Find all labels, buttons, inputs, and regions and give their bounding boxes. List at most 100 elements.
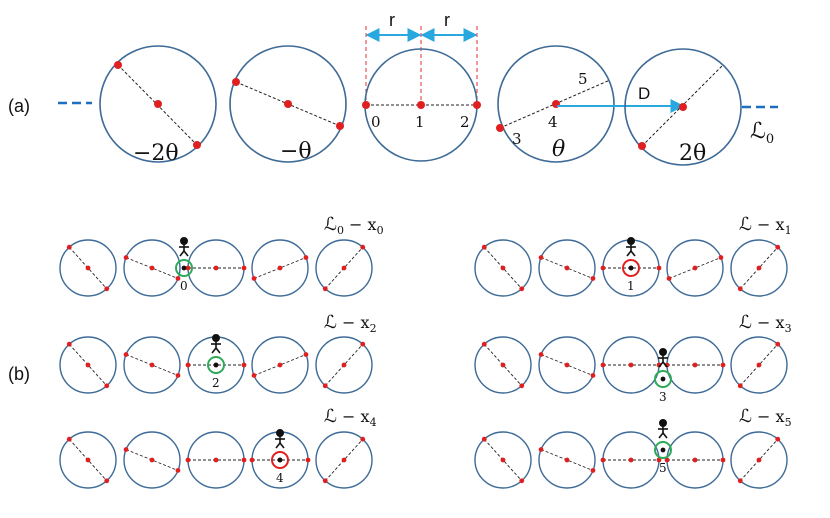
cell-circle — [474, 336, 532, 394]
cell-circle — [251, 336, 309, 394]
site-point — [720, 457, 726, 463]
panel-a: (a) r r −2θ −θ — [8, 10, 778, 166]
site-point — [756, 265, 762, 271]
cell-circle — [229, 45, 347, 163]
cell — [123, 431, 181, 489]
cell-circle — [730, 239, 788, 297]
state-index-label: 1 — [627, 279, 635, 293]
site-point — [251, 276, 257, 281]
cell-circle — [474, 431, 532, 489]
site-point — [149, 457, 155, 463]
cell-minus-theta: −θ — [229, 45, 347, 164]
state-title: ℒ − x2 — [324, 312, 377, 335]
cell-theta: 3 4 5 θ — [496, 45, 615, 163]
center-point — [284, 100, 292, 108]
site-point — [241, 362, 247, 368]
cell — [600, 336, 662, 394]
cell-circle — [123, 239, 181, 297]
cell-circle — [538, 431, 596, 489]
site-point — [756, 362, 762, 368]
state-0: 0ℒ0 − x0 — [59, 214, 384, 297]
site-point — [123, 447, 129, 452]
cell-circle — [59, 336, 117, 394]
cell-circle — [666, 239, 724, 297]
cell-reference: 0 1 2 — [362, 48, 481, 162]
state-ring — [271, 451, 289, 469]
site-point — [303, 255, 309, 260]
site-point — [564, 362, 570, 368]
state-index-label: 2 — [212, 376, 220, 390]
site-point — [500, 457, 506, 463]
site-point — [322, 286, 328, 292]
site-point — [277, 265, 283, 271]
cell — [474, 239, 532, 297]
state-5: 5ℒ − x5 — [474, 406, 792, 489]
point-label-3: 3 — [512, 130, 522, 148]
site-point — [756, 457, 762, 463]
cell-circle — [624, 48, 742, 166]
cell-circle — [315, 431, 373, 489]
point-2 — [473, 101, 481, 109]
site-point — [590, 276, 596, 281]
cell — [315, 336, 373, 394]
site-point — [360, 244, 366, 250]
cell-2theta: 2θ — [624, 48, 742, 166]
cell — [185, 239, 247, 297]
cell-circle — [123, 431, 181, 489]
cell — [538, 431, 596, 489]
state-ring — [175, 259, 193, 277]
state-ring — [654, 441, 672, 459]
site-point — [104, 286, 110, 292]
cell — [251, 336, 309, 394]
cell — [600, 431, 662, 489]
site-point — [322, 478, 328, 484]
site-point — [519, 478, 525, 484]
particle-dot — [660, 376, 666, 382]
cell-minus-2theta: −2θ — [99, 45, 217, 166]
walker-icon — [211, 333, 221, 354]
site-point — [322, 383, 328, 389]
particle-dot — [213, 362, 219, 368]
cell-circle — [315, 239, 373, 297]
state-2: 2 ℒ − x2 — [59, 312, 377, 394]
walker-icon — [658, 347, 668, 368]
site-point — [519, 383, 525, 389]
cell — [59, 239, 117, 297]
point-label-0: 0 — [371, 113, 381, 131]
cell — [730, 336, 788, 394]
site-point — [85, 265, 91, 271]
site-point — [564, 265, 570, 271]
end-point — [638, 142, 646, 150]
site-point — [85, 457, 91, 463]
end-point — [193, 141, 201, 149]
site-point — [500, 265, 506, 271]
site-point — [341, 362, 347, 368]
state-index-label: 3 — [659, 390, 667, 404]
cell-circle — [538, 239, 596, 297]
site-point — [590, 373, 596, 378]
point-3 — [496, 124, 504, 132]
site-point — [692, 362, 698, 368]
site-point — [628, 457, 634, 463]
site-point — [241, 457, 247, 463]
cell — [59, 336, 117, 394]
cell-circle — [315, 336, 373, 394]
cell — [664, 431, 726, 489]
walker-icon — [658, 418, 668, 439]
site-point — [175, 468, 181, 473]
state-index-label: 4 — [276, 471, 284, 485]
cell — [538, 336, 596, 394]
state-title: ℒ0 − x0 — [324, 214, 384, 237]
cell-circle — [251, 239, 309, 297]
site-point — [737, 478, 743, 484]
point-0 — [362, 101, 370, 109]
point-label-4: 4 — [548, 113, 558, 131]
cell-circle — [497, 45, 615, 163]
point-label-1: 1 — [415, 113, 425, 131]
site-point — [123, 255, 129, 260]
state-index-label: 5 — [659, 461, 667, 475]
point-1 — [417, 101, 425, 109]
angle-label: θ — [552, 137, 565, 162]
